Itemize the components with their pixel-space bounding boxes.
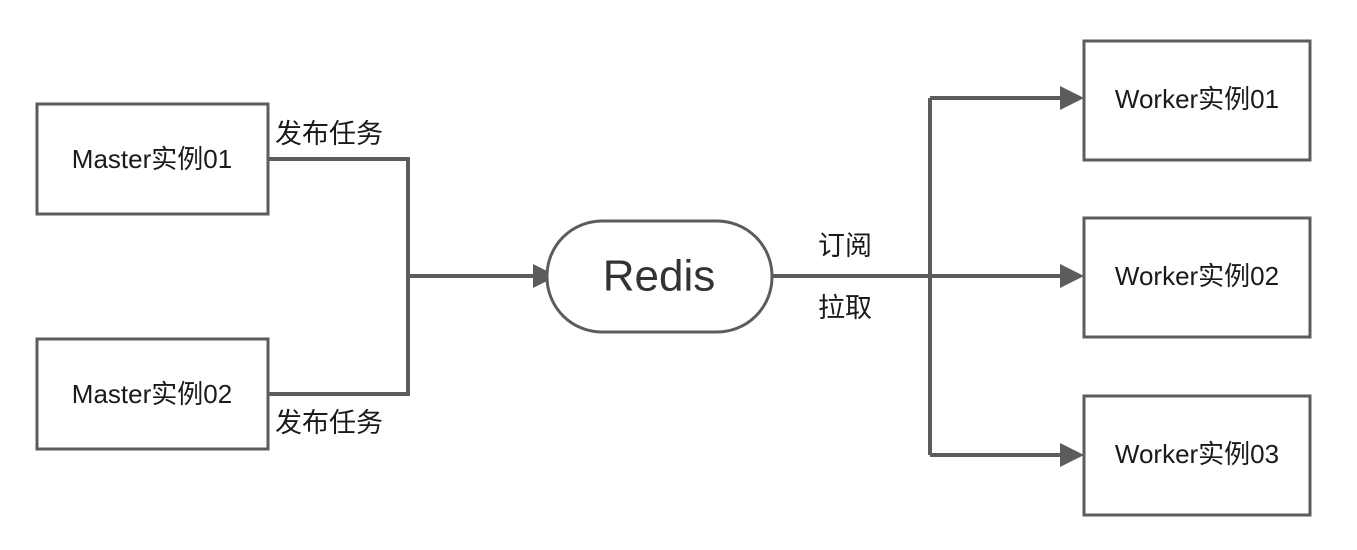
node-master01-box (35, 102, 270, 216)
node-worker01-label: Worker实例01 (1115, 84, 1279, 114)
node-redis[interactable]: Redis (545, 219, 774, 334)
node-worker03[interactable]: Worker实例03 (1082, 394, 1312, 517)
node-redis-shape (545, 219, 774, 334)
node-master02[interactable]: Master实例02 (35, 337, 270, 451)
node-worker03-box (1082, 394, 1312, 517)
node-worker01-box (1082, 39, 1312, 162)
edge-label-publish-top: 发布任务 (275, 119, 383, 149)
node-redis-label: Redis (603, 252, 716, 301)
node-master02-label: Master实例02 (72, 379, 232, 409)
node-worker02-label: Worker实例02 (1115, 261, 1279, 291)
arrowhead-into-worker01 (1060, 86, 1084, 110)
node-master01-label: Master实例01 (72, 144, 232, 174)
node-worker02[interactable]: Worker实例02 (1082, 216, 1312, 339)
node-master01[interactable]: Master实例01 (35, 102, 270, 216)
node-worker01[interactable]: Worker实例01 (1082, 39, 1312, 162)
node-worker02-box (1082, 216, 1312, 339)
node-master02-box (35, 337, 270, 451)
edge-label-pull: 拉取 (818, 293, 872, 323)
arrowhead-into-worker03 (1060, 443, 1084, 467)
arrowhead-into-worker02 (1060, 264, 1084, 288)
node-worker03-label: Worker实例03 (1115, 439, 1279, 469)
edge-label-subscribe: 订阅 (818, 231, 872, 261)
edge-label-publish-bottom: 发布任务 (275, 408, 383, 438)
arrowhead-into-redis (533, 264, 557, 288)
